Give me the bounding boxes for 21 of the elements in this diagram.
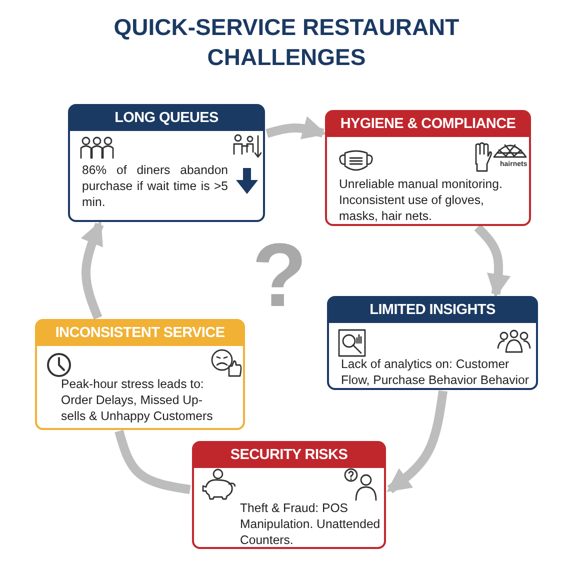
card-description: Peak-hour stress leads to: Order Delays, Missed Up-sells & Unhappy Customers: [61, 376, 214, 424]
question-mark: ?: [252, 226, 307, 326]
cycle-arrow: [80, 220, 104, 320]
card-description: Theft & Fraud: POS Manipulation. Unattended Counters.: [240, 500, 382, 548]
challenge-card: [68, 104, 265, 222]
cycle-arrow: [386, 390, 448, 494]
challenge-card: [327, 296, 538, 390]
cycle-arrow: [474, 224, 511, 298]
card-heading: INCONSISTENT SERVICE: [37, 321, 243, 346]
title: QUICK-SERVICE RESTAURANT CHALLENGES: [112, 13, 460, 72]
challenge-card: [35, 319, 245, 430]
card-heading: LONG QUEUES: [70, 106, 263, 131]
cycle-arrow: [266, 116, 327, 140]
card-description: Unreliable manual monitoring. Inconsistent use of gloves, masks, hair nets.: [339, 176, 504, 224]
challenge-card: [192, 441, 386, 549]
card-heading: SECURITY RISKS: [194, 443, 384, 468]
card-description: 86% of diners abandon purchase if wait time is >5 min.: [82, 162, 228, 210]
challenge-card: [325, 110, 531, 226]
card-heading: LIMITED INSIGHTS: [329, 298, 536, 323]
card-description: Lack of analytics on: Customer Flow, Purchase Behavior Behavior: [341, 356, 530, 388]
card-heading: HYGIENE & COMPLIANCE: [327, 112, 529, 137]
